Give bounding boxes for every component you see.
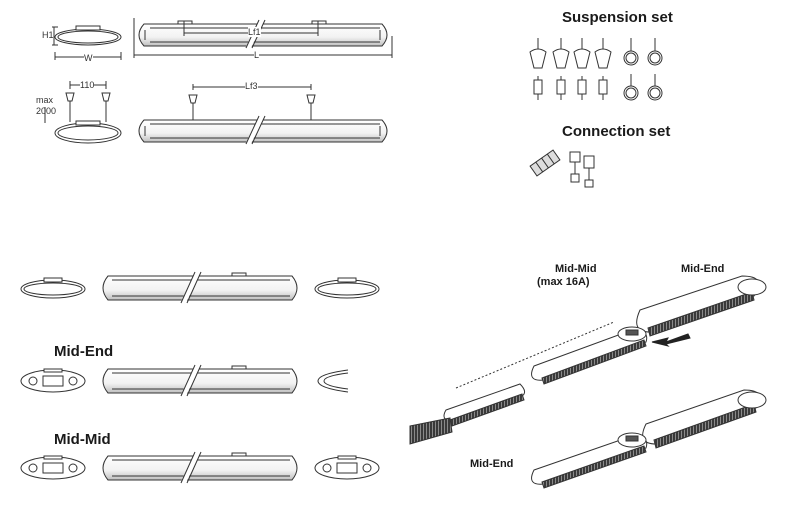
cross-section-top xyxy=(52,25,122,60)
dim-lf3-label: Lf3 xyxy=(245,81,258,91)
dim-h1-label: H1 xyxy=(42,30,54,40)
iso-luminaire xyxy=(443,383,526,427)
iso-max-current-label: (max 16A) xyxy=(537,276,590,288)
iso-mid-end-top-label: Mid-End xyxy=(681,263,725,275)
connector-plug xyxy=(569,151,581,183)
connection-set xyxy=(529,149,595,188)
wire-coil xyxy=(623,74,639,101)
dim-110-label: 110 xyxy=(80,80,95,90)
dim-w-label: W xyxy=(84,53,93,63)
connector-plug xyxy=(583,155,595,188)
iso-luminaire xyxy=(531,326,648,385)
suspension-hanger xyxy=(594,38,612,100)
dim-max-label: max xyxy=(36,95,54,105)
wire-coil xyxy=(647,74,663,101)
luminaire-side-suspended xyxy=(138,84,388,146)
connection-set-title: Connection set xyxy=(562,123,671,140)
suspension-set xyxy=(529,38,663,101)
mid-mid-title: Mid-Mid xyxy=(54,431,111,448)
iso-mid-end-bottom-label: Mid-End xyxy=(470,458,514,470)
suspension-hanger xyxy=(573,38,591,100)
suspension-hanger xyxy=(552,38,570,100)
dim-lf1-label: Lf1 xyxy=(248,27,261,37)
luminaire-side-top xyxy=(133,18,393,58)
connector-block xyxy=(529,149,561,177)
iso-luminaire xyxy=(636,275,767,337)
iso-mid-mid-label: Mid-Mid xyxy=(555,263,597,275)
suspension-set-title: Suspension set xyxy=(562,9,673,26)
suspension-hanger xyxy=(529,38,547,100)
iso-luminaire xyxy=(531,432,648,489)
iso-luminaire xyxy=(642,389,767,449)
end-cap-row-standard xyxy=(20,270,380,305)
mid-end-title: Mid-End xyxy=(54,343,114,360)
dim-max-value: 2000 xyxy=(36,106,57,116)
wire-coil xyxy=(647,38,663,66)
dim-l-label: L xyxy=(254,50,260,60)
end-cap-row-mid-mid xyxy=(20,450,380,485)
cross-section-suspended xyxy=(44,81,122,144)
end-cap-row-mid-end xyxy=(20,363,349,398)
iso-assembly xyxy=(409,275,767,489)
wire-coil xyxy=(623,38,639,66)
